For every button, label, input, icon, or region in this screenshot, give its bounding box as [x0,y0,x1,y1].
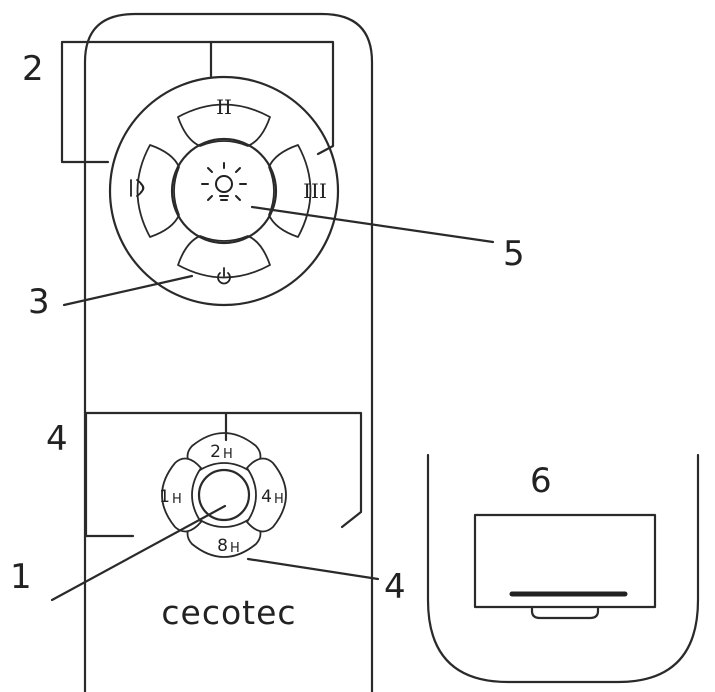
timer-4h-button[interactable] [246,457,287,533]
callout-number-1: 1 [10,557,32,597]
callout-1-leader [50,504,227,602]
callout-number-6: 6 [530,461,552,501]
timer-center-button[interactable] [197,468,251,522]
callout-5-leader [250,205,495,244]
svg-text:H: H [230,541,240,556]
svg-text:H: H [223,447,233,462]
callout-number-5: 5 [503,234,525,274]
callout-number-4-bottom: 4 [384,567,406,607]
speed-2-label: II [216,95,232,119]
power-icon [217,267,231,285]
brand-logo: cecotec [161,593,296,632]
callout-2-bracket [60,40,335,164]
speed-3-label: III [303,179,327,203]
timer-1h-button[interactable] [161,457,202,533]
timer-8h-label: 8 H [217,536,240,556]
callout-4b-leader [246,557,380,581]
callout-4-bracket [84,411,363,538]
battery-latch [530,605,600,620]
svg-text:2: 2 [210,442,221,462]
breeze-mode-icon [130,179,145,197]
callout-number-4-top: 4 [46,419,68,459]
control-ring [108,75,340,307]
svg-text:H: H [274,492,284,507]
svg-text:4: 4 [261,487,272,507]
callout-3-leader [62,274,194,307]
timer-4h-label: 4 H [261,487,284,507]
battery-cover-outline [426,453,700,684]
svg-text:1: 1 [159,487,170,507]
light-button[interactable] [170,137,278,245]
timer-2h-label: 2 H [210,442,233,462]
svg-text:8: 8 [217,536,228,556]
timer-1h-label: 1 H [159,487,182,507]
callout-number-2: 2 [22,49,44,89]
lightbulb-icon [201,162,247,201]
battery-compartment [473,513,657,609]
callout-number-3: 3 [28,282,50,322]
svg-text:H: H [172,492,182,507]
